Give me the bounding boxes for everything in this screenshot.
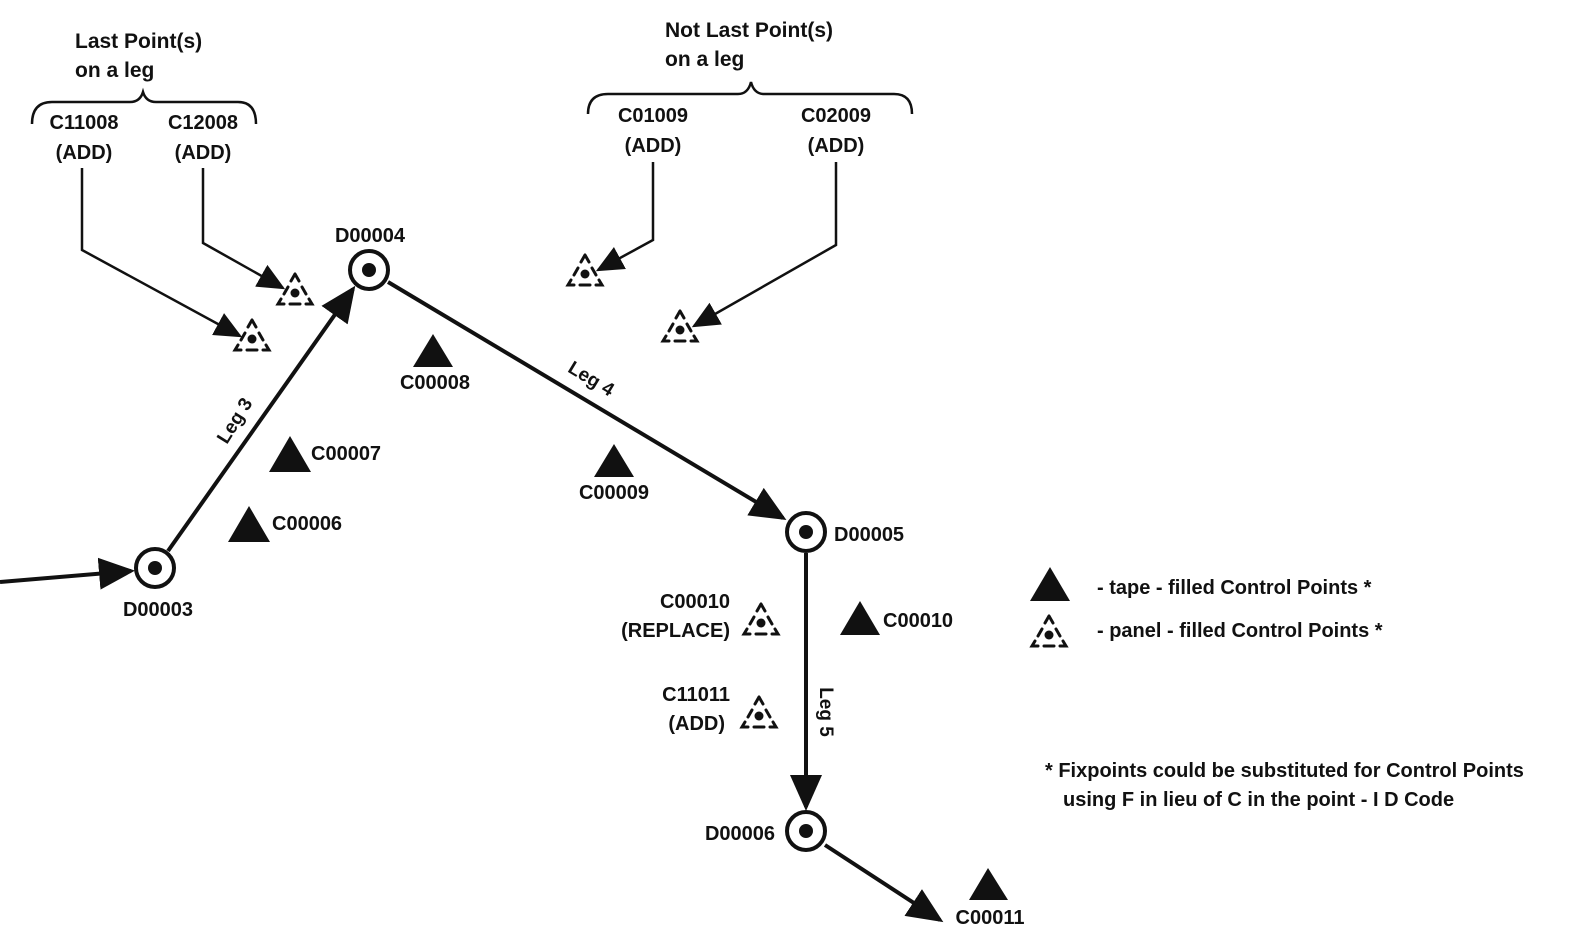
tape-point-c00009-icon bbox=[594, 444, 634, 477]
panel-point-c11011-icon bbox=[740, 695, 778, 729]
tape-point-label-c00007: C00007 bbox=[311, 443, 381, 465]
tape-point-label-c00010: C00010 bbox=[883, 610, 953, 632]
not-last-points-brace bbox=[586, 81, 914, 115]
top-point-action-c11008: (ADD) bbox=[56, 142, 113, 164]
top-point-id-c12008: C12008 bbox=[168, 112, 238, 134]
leg-3-line bbox=[166, 285, 356, 553]
leg-3-label: Leg 3 bbox=[213, 394, 257, 447]
top-point-action-c01009: (ADD) bbox=[625, 135, 682, 157]
tape-point-c00010-icon bbox=[840, 601, 880, 635]
leg-4-label: Leg 4 bbox=[564, 358, 618, 402]
legend-panel-label: - panel - filled Control Points * bbox=[1097, 620, 1383, 642]
tape-point-c00006-icon bbox=[228, 506, 270, 542]
callout-arrow-c12008 bbox=[201, 168, 286, 290]
station-d00005-icon bbox=[785, 511, 827, 553]
station-label-d00004: D00004 bbox=[335, 225, 406, 247]
tape-point-label-c00009: C00009 bbox=[579, 482, 649, 504]
tape-point-c00008-icon bbox=[413, 334, 453, 367]
panel-point-c01009-icon bbox=[566, 253, 604, 287]
tape-point-c00011-icon bbox=[969, 868, 1008, 900]
leg-4-line bbox=[386, 280, 787, 521]
top-point-id-c01009: C01009 bbox=[618, 105, 688, 127]
tape-point-c00007-icon bbox=[269, 436, 311, 472]
tape-point-label-c00011: C00011 bbox=[956, 907, 1025, 929]
tape-point-label-c00008: C00008 bbox=[400, 372, 470, 394]
incoming-leg-line bbox=[0, 557, 135, 590]
panel-point-id-c00010: C00010 bbox=[660, 591, 730, 613]
callout-arrow-c02009 bbox=[691, 162, 838, 328]
last-points-header-line2: on a leg bbox=[75, 59, 154, 82]
station-label-d00005: D00005 bbox=[834, 524, 904, 546]
legend-tape-icon bbox=[1030, 567, 1070, 601]
legend-panel-icon bbox=[1030, 614, 1068, 648]
station-d00006-icon bbox=[785, 810, 827, 852]
last-points-brace bbox=[30, 87, 258, 125]
panel-point-action-c11011: (ADD) bbox=[668, 713, 725, 735]
callout-arrow-c01009 bbox=[595, 162, 655, 272]
legend-tape-label: - tape - filled Control Points * bbox=[1097, 577, 1372, 599]
top-point-id-c02009: C02009 bbox=[801, 105, 871, 127]
station-label-d00003: D00003 bbox=[123, 599, 193, 621]
leg-5-label: Leg 5 bbox=[815, 687, 836, 737]
top-point-action-c02009: (ADD) bbox=[808, 135, 865, 157]
station-label-d00006: D00006 bbox=[705, 823, 775, 845]
top-point-action-c12008: (ADD) bbox=[175, 142, 232, 164]
not-last-points-header-line1: Not Last Point(s) bbox=[665, 19, 833, 42]
top-point-id-c11008: C11008 bbox=[50, 112, 119, 134]
callout-arrow-c11008 bbox=[80, 168, 243, 338]
station-d00004-icon bbox=[348, 249, 390, 291]
footnote-line1: * Fixpoints could be substituted for Con… bbox=[1045, 760, 1524, 782]
panel-point-c02009-icon bbox=[661, 309, 699, 343]
panel-point-action-c00010: (REPLACE) bbox=[621, 620, 730, 642]
last-points-header-line1: Last Point(s) bbox=[75, 30, 202, 53]
panel-point-c12008-icon bbox=[276, 272, 314, 306]
panel-point-id-c11011: C11011 bbox=[662, 684, 730, 706]
legend: - tape - filled Control Points * - panel… bbox=[1030, 567, 1383, 648]
station-d00003-icon bbox=[134, 547, 176, 589]
not-last-points-header-line2: on a leg bbox=[665, 48, 744, 71]
leg-6-line bbox=[823, 843, 944, 923]
footnote-line2: using F in lieu of C in the point - I D … bbox=[1063, 789, 1454, 811]
tape-point-label-c00006: C00006 bbox=[272, 513, 342, 535]
panel-point-c00010-icon bbox=[742, 602, 780, 636]
